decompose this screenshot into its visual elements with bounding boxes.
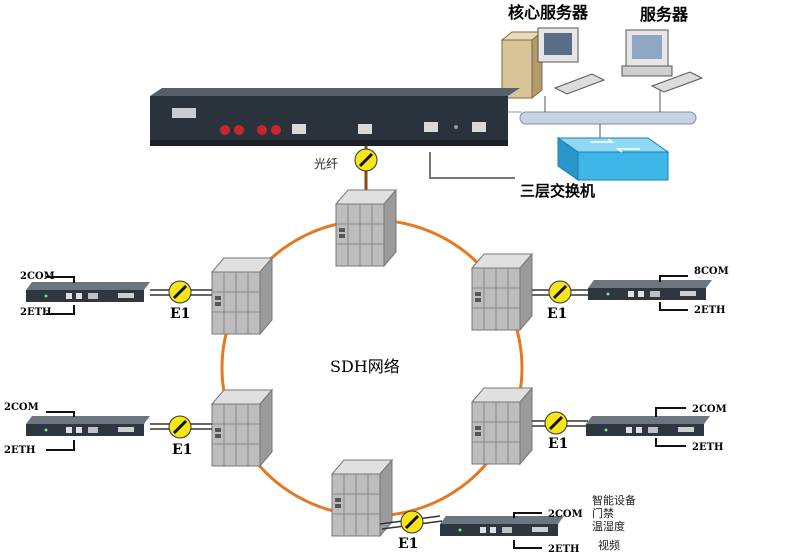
port-label-left-top-eth: 2ETH bbox=[20, 307, 51, 318]
e1-label-left-top: E1 bbox=[170, 306, 190, 322]
note-access-control: 门禁 bbox=[592, 506, 614, 520]
fiber-label: 光纤 bbox=[314, 157, 338, 171]
e1-label-bottom: E1 bbox=[398, 536, 418, 552]
note-video: 视频 bbox=[598, 538, 620, 552]
port-label-left-bottom-com: 2COM bbox=[4, 402, 39, 413]
e1-label-right-bottom: E1 bbox=[548, 436, 568, 452]
l3-switch-label: 三层交换机 bbox=[520, 182, 595, 200]
sdh-node-left-top bbox=[211, 257, 273, 335]
port-label-right-bottom-com: 2COM bbox=[692, 404, 727, 415]
access-device-left-top bbox=[26, 282, 150, 302]
access-device-bottom bbox=[440, 516, 564, 536]
l3-switch-icon bbox=[556, 137, 670, 181]
access-device-right-top bbox=[588, 280, 712, 300]
core-server-icon bbox=[500, 27, 606, 100]
server-icon bbox=[621, 29, 704, 93]
sdh-network-label: SDH网络 bbox=[330, 357, 400, 376]
port-label-left-bottom-eth: 2ETH bbox=[4, 445, 35, 456]
port-label-bottom-eth: 2ETH bbox=[548, 544, 579, 555]
sdh-node-right-top bbox=[471, 253, 533, 331]
e1-label-right-top: E1 bbox=[547, 306, 567, 322]
access-device-left-bottom bbox=[26, 416, 150, 436]
sdh-node-right-bottom bbox=[471, 387, 533, 465]
server-label: 服务器 bbox=[640, 5, 689, 24]
server-bus bbox=[519, 111, 697, 125]
port-label-left-top-com: 2COM bbox=[20, 271, 55, 282]
core-server-label: 核心服务器 bbox=[508, 3, 589, 22]
sdh-node-left-bottom bbox=[211, 389, 273, 467]
note-smart-device: 智能设备 bbox=[592, 493, 636, 507]
sdh-node-bottom bbox=[331, 459, 393, 537]
e1-label-left-bottom: E1 bbox=[172, 442, 192, 458]
port-label-bottom-com: 2COM bbox=[548, 509, 583, 520]
main-rack-device bbox=[150, 88, 520, 146]
sdh-node-top bbox=[335, 189, 397, 267]
access-device-right-bottom bbox=[586, 416, 710, 436]
port-label-right-top-com: 8COM bbox=[694, 266, 729, 277]
note-temp-humidity: 温湿度 bbox=[592, 519, 625, 533]
port-label-right-top-eth: 2ETH bbox=[694, 305, 725, 316]
port-label-right-bottom-eth: 2ETH bbox=[692, 442, 723, 453]
